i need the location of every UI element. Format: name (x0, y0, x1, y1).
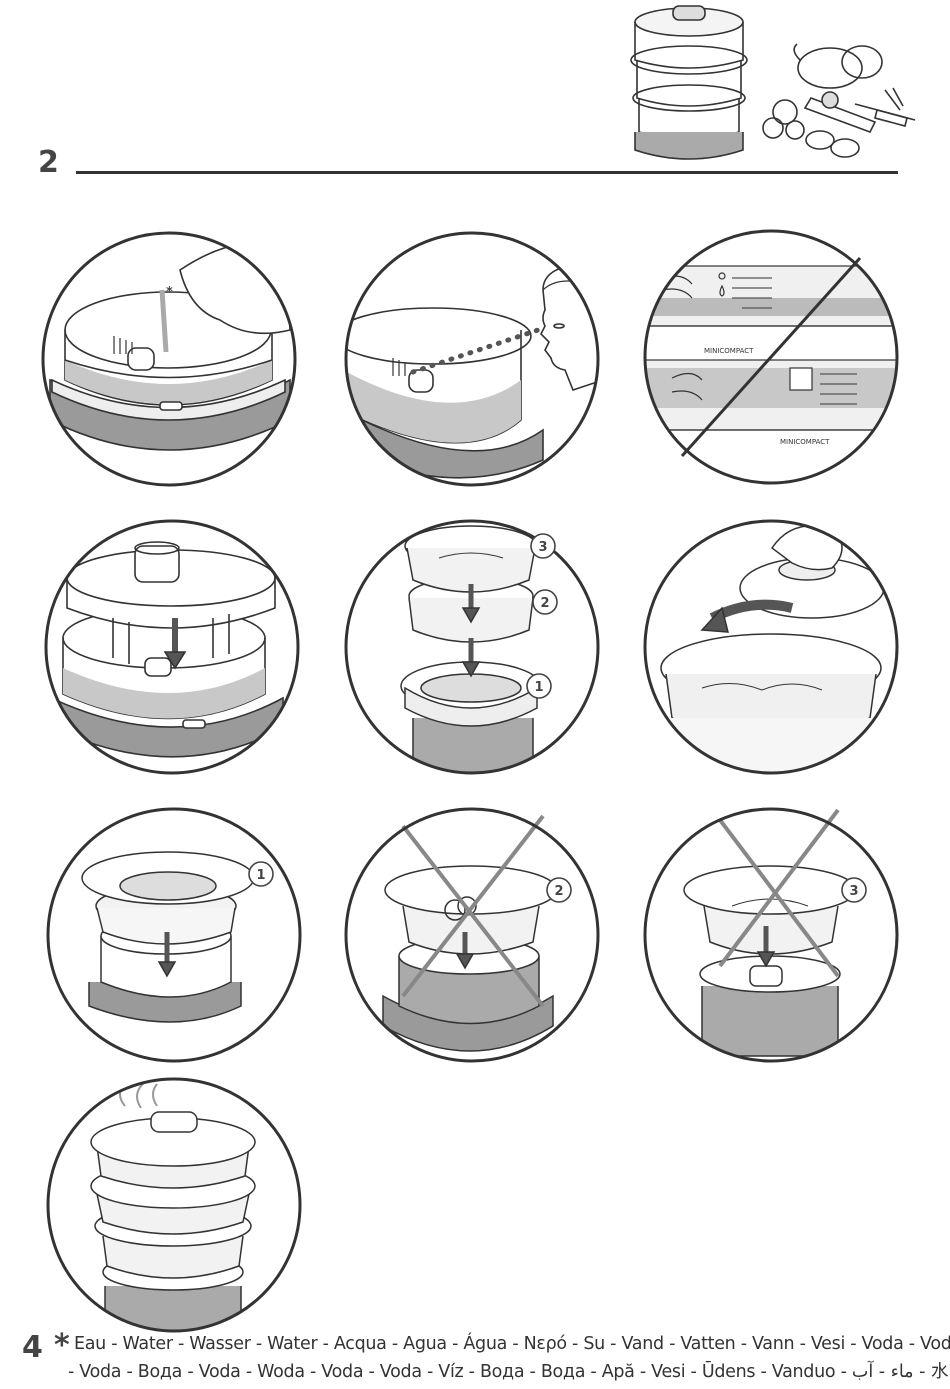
hero-steamer-illustration (630, 5, 916, 160)
page-number: 4 (22, 1330, 43, 1365)
step-single-basket: 1 (45, 806, 303, 1064)
step-wrong-basket-2: 2 (343, 806, 601, 1064)
step-place-drip-tray (43, 518, 301, 776)
footnote-line-2: - Voda - Вода - Voda - Woda - Voda - Vod… (68, 1362, 949, 1382)
basket-number-1: 1 (534, 680, 543, 695)
step-control-panel: MINICOMPACT MINICOMPACT (642, 228, 900, 486)
step-stack-baskets: 3 2 1 (343, 518, 601, 776)
section-number: 2 (38, 145, 59, 180)
step-place-lid (642, 518, 900, 776)
basket-number-2: 2 (540, 596, 549, 611)
footnote-marker: * (54, 1328, 70, 1363)
basket-number-3: 3 (538, 540, 547, 555)
wrong-basket-number-3: 3 (849, 884, 858, 899)
wrong-basket-number-2: 2 (554, 884, 563, 899)
footnote-line-1: Eau - Water - Wasser - Water - Acqua - A… (74, 1334, 950, 1354)
section-rule (76, 171, 898, 174)
water-asterisk: * (166, 285, 173, 300)
panel-brand-label-2: MINICOMPACT (780, 438, 830, 446)
step-wrong-basket-3: 3 (642, 806, 900, 1064)
single-basket-number: 1 (256, 868, 265, 883)
step-check-water-level (343, 230, 601, 488)
panel-brand-label-1: MINICOMPACT (704, 347, 754, 355)
step-pour-water: * (40, 230, 298, 488)
step-steaming (45, 1076, 303, 1334)
